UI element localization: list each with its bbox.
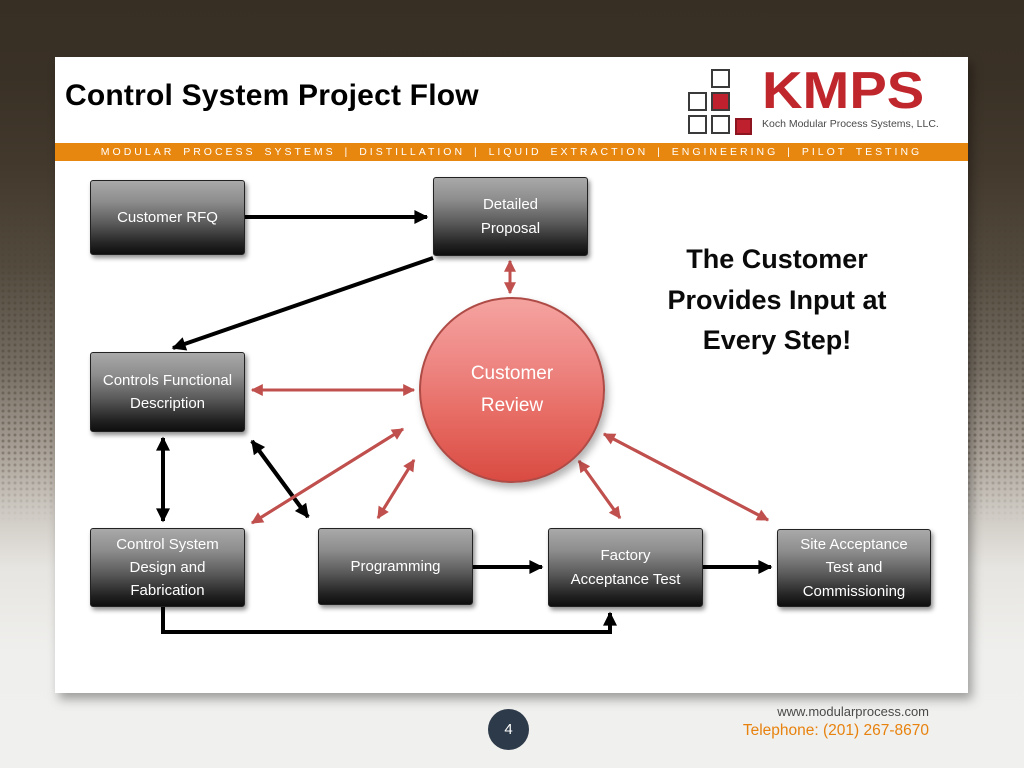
flow-arrows — [156, 210, 773, 634]
slide: Control System Project Flow KMPS Koch Mo… — [55, 57, 968, 693]
node-factory-acceptance-test: Factory Acceptance Test — [548, 528, 703, 607]
node-controls-functional-description: Controls Functional Description — [90, 352, 245, 432]
node-programming: Programming — [318, 528, 473, 605]
logo-square-white — [711, 69, 730, 88]
logo-wordmark: KMPS — [762, 62, 925, 120]
node-detailed-proposal: Detailed Proposal — [433, 177, 588, 256]
node-control-system-design: Control System Design and Fabrication — [90, 528, 245, 607]
black-arrows — [156, 210, 773, 634]
logo-tagline: Koch Modular Process Systems, LLC. — [762, 118, 939, 130]
page-number-badge: 4 — [488, 709, 529, 750]
page-number: 4 — [504, 721, 513, 738]
logo-square-white — [688, 115, 707, 134]
kmps-logo: KMPS Koch Modular Process Systems, LLC. — [688, 65, 958, 139]
node-label: Factory Acceptance Test — [570, 547, 681, 588]
website-text: www.modularprocess.com — [777, 704, 929, 719]
footer-contact: www.modularprocess.com Telephone: (201) … — [743, 704, 929, 740]
node-label: Detailed Proposal — [480, 196, 541, 237]
flow-diagram: Customer RFQ Detailed Proposal Controls … — [55, 161, 968, 693]
node-label: Customer RFQ — [117, 208, 218, 226]
node-customer-rfq: Customer RFQ — [90, 180, 245, 255]
logo-square-red — [735, 118, 752, 135]
phone-text: Telephone: (201) 267-8670 — [742, 722, 929, 739]
logo-text: KMPS Koch Modular Process Systems, LLC. — [762, 65, 962, 130]
logo-square-red — [711, 92, 730, 111]
callout-text: The Customer Provides Input at Every Ste… — [667, 244, 887, 355]
services-banner: MODULAR PROCESS SYSTEMS | DISTILLATION |… — [55, 143, 968, 161]
node-customer-review: Customer Review — [419, 297, 605, 483]
logo-square-white — [688, 92, 707, 111]
page-title: Control System Project Flow — [65, 79, 479, 112]
node-label: Programming — [350, 557, 441, 575]
node-site-acceptance: Site Acceptance Test and Commissioning — [777, 529, 931, 607]
node-label: Site Acceptance Test and Commissioning — [800, 536, 908, 600]
logo-square-white — [711, 115, 730, 134]
node-label: Controls Functional Description — [102, 371, 233, 412]
node-label: Control System Design and Fabrication — [116, 535, 219, 600]
node-label: Customer Review — [470, 362, 554, 416]
kmps-squares-icon — [688, 69, 754, 137]
red-arrows — [250, 259, 770, 525]
